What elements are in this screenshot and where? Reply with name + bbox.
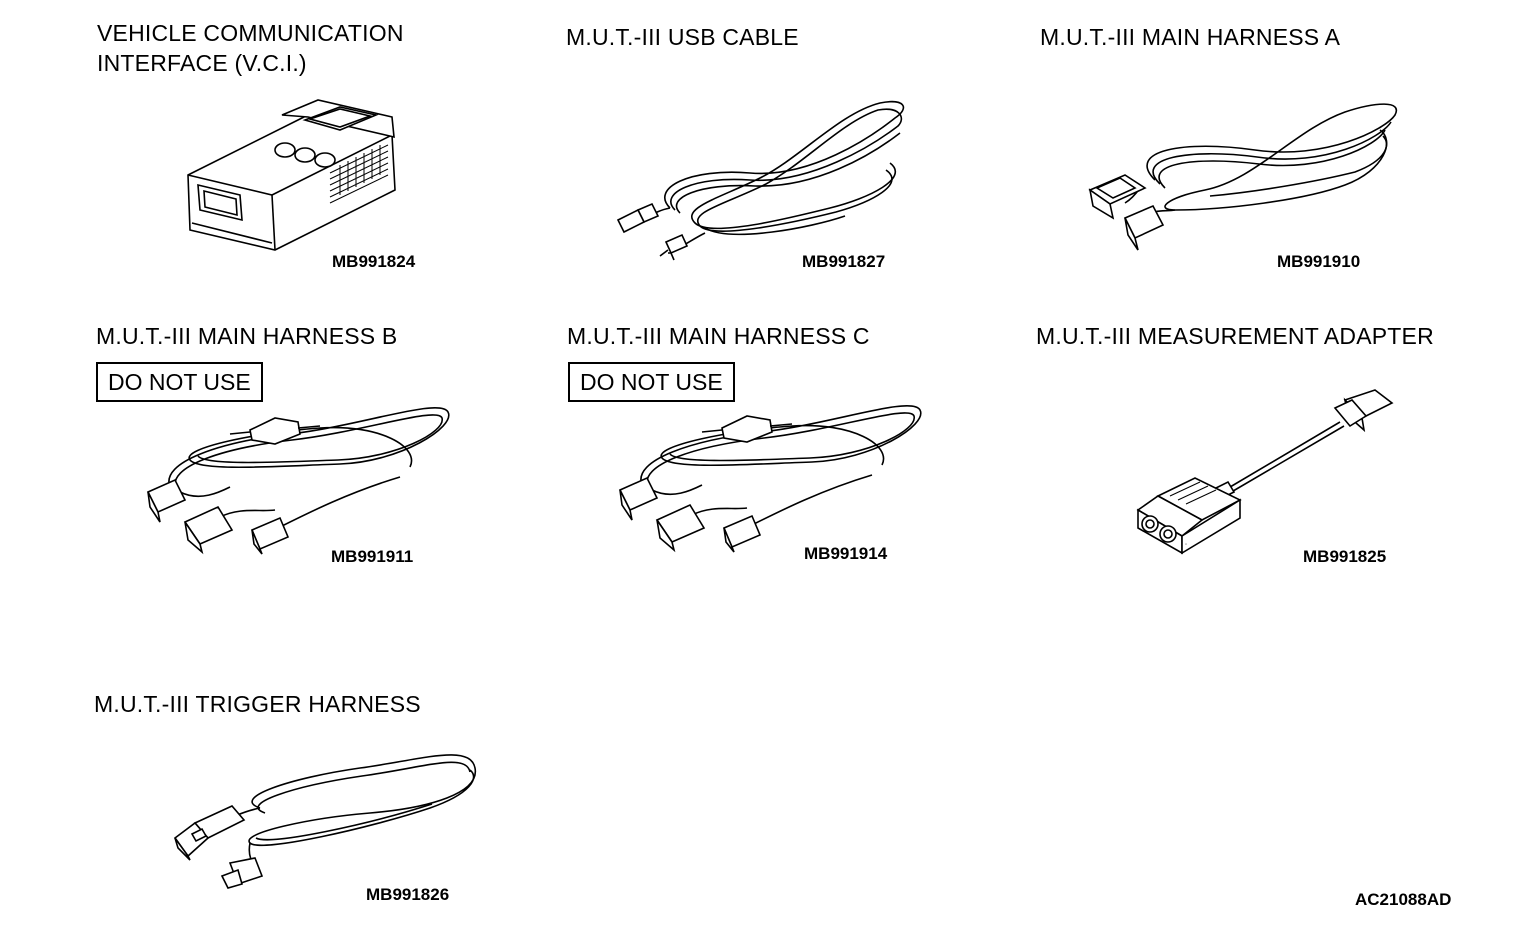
main-harness-b-illustration: [140, 392, 460, 562]
main-harness-a-title: M.U.T.-III MAIN HARNESS A: [1040, 24, 1341, 50]
usb-cable-part-number: MB991827: [802, 252, 886, 271]
measurement-adapter-title: M.U.T.-III MEASUREMENT ADAPTER: [1036, 323, 1434, 349]
measurement-adapter-illustration: [1130, 388, 1405, 553]
usb-cable-illustration: [610, 98, 910, 263]
usb-cable-title: M.U.T.-III USB CABLE: [566, 24, 799, 50]
drawing-reference-id: AC21088AD: [1355, 890, 1452, 909]
measurement-adapter-part-number: MB991825: [1303, 547, 1387, 566]
main-harness-c-warning-box: DO NOT USE: [568, 362, 735, 402]
trigger-harness-title: M.U.T.-III TRIGGER HARNESS: [94, 691, 421, 717]
main-harness-b-title: M.U.T.-III MAIN HARNESS B: [96, 323, 398, 349]
vci-title-line1: VEHICLE COMMUNICATION: [97, 20, 404, 46]
main-harness-c-title: M.U.T.-III MAIN HARNESS C: [567, 323, 870, 349]
vci-device-illustration: [180, 95, 410, 255]
vci-part-number: MB991824: [332, 252, 416, 271]
trigger-harness-illustration: [170, 738, 485, 893]
trigger-harness-part-number: MB991826: [366, 885, 450, 904]
vci-title: VEHICLE COMMUNICATION INTERFACE (V.C.I.): [97, 18, 404, 78]
main-harness-c-illustration: [612, 390, 932, 560]
main-harness-a-illustration: [1085, 100, 1405, 260]
main-harness-b-warning-box: DO NOT USE: [96, 362, 263, 402]
vci-title-line2: INTERFACE (V.C.I.): [97, 50, 307, 76]
main-harness-c-part-number: MB991914: [804, 544, 888, 563]
main-harness-a-part-number: MB991910: [1277, 252, 1361, 271]
main-harness-b-part-number: MB991911: [331, 547, 414, 566]
